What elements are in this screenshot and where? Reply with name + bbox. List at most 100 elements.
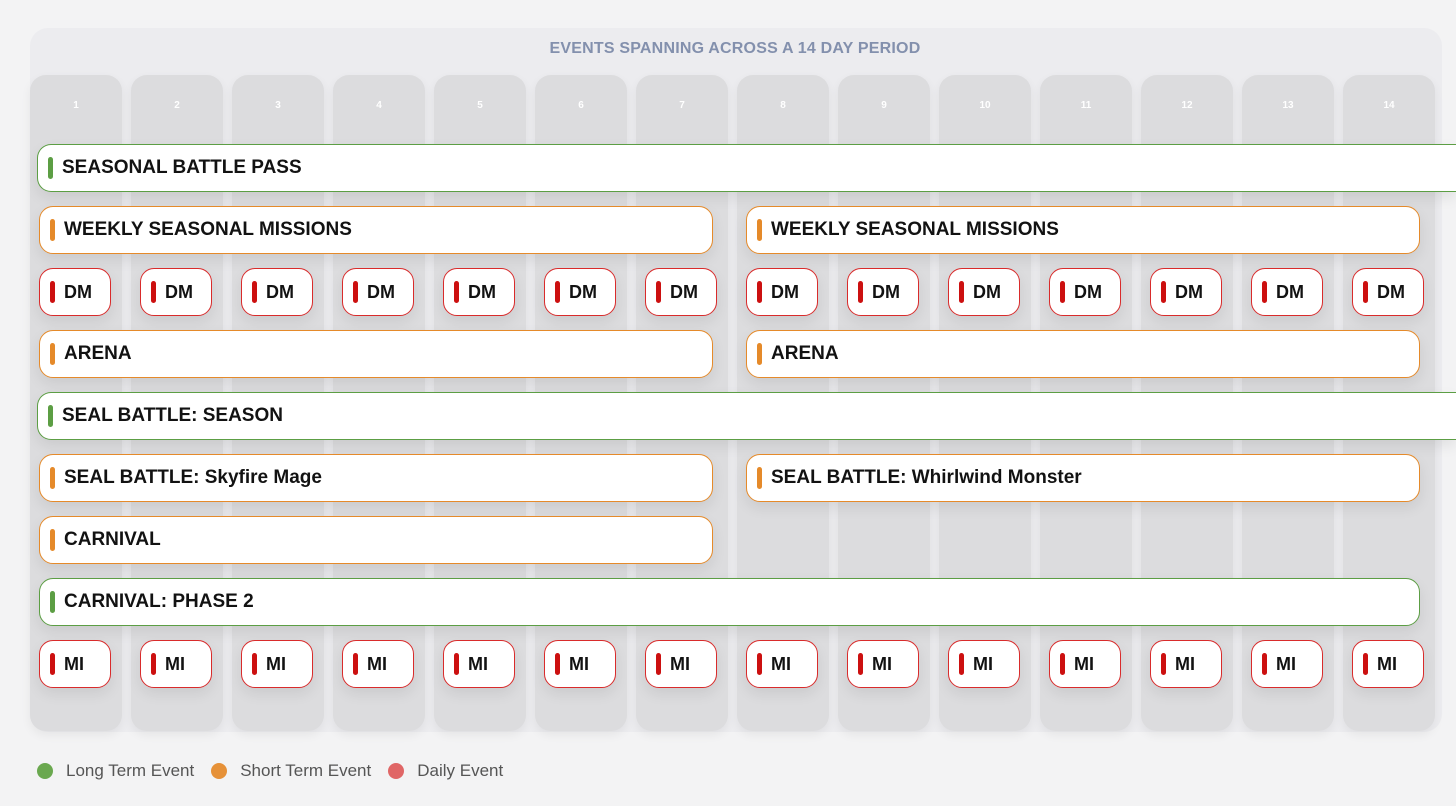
- daily-event-mi[interactable]: MI: [544, 640, 616, 688]
- event-label: DM: [266, 281, 294, 302]
- day-number: 9: [881, 100, 887, 111]
- event-type-marker: [50, 467, 55, 489]
- event-label: WEEKLY SEASONAL MISSIONS: [64, 219, 352, 240]
- short-term-event-arena[interactable]: ARENA: [39, 330, 713, 378]
- short-term-event-seal-battle-whirlwind-monster[interactable]: SEAL BATTLE: Whirlwind Monster: [746, 454, 1420, 502]
- day-number: 4: [376, 100, 382, 111]
- long-term-event-seal-battle-season[interactable]: SEAL BATTLE: SEASON: [37, 392, 1456, 440]
- daily-event-dm[interactable]: DM: [342, 268, 414, 316]
- daily-event-dm[interactable]: DM: [140, 268, 212, 316]
- event-type-marker: [1161, 653, 1166, 675]
- daily-event-dm[interactable]: DM: [1251, 268, 1323, 316]
- daily-event-mi[interactable]: MI: [1251, 640, 1323, 688]
- event-label: CARNIVAL: [64, 529, 161, 550]
- event-label: DM: [569, 281, 597, 302]
- daily-event-dm[interactable]: DM: [645, 268, 717, 316]
- daily-event-dm[interactable]: DM: [241, 268, 313, 316]
- long-term-event-carnival-phase-2[interactable]: CARNIVAL: PHASE 2: [39, 578, 1420, 626]
- daily-event-mi[interactable]: MI: [1150, 640, 1222, 688]
- event-type-marker: [353, 281, 358, 303]
- event-label: MI: [670, 653, 690, 674]
- legend-label: Long Term Event: [66, 761, 195, 780]
- event-type-marker: [656, 281, 661, 303]
- event-label: DM: [64, 281, 92, 302]
- event-label: MI: [569, 653, 589, 674]
- daily-event-dm[interactable]: DM: [39, 268, 111, 316]
- daily-event-mi[interactable]: MI: [746, 640, 818, 688]
- daily-event-mi[interactable]: MI: [39, 640, 111, 688]
- long-term-event-seasonal-battle-pass[interactable]: SEASONAL BATTLE PASS: [37, 144, 1456, 192]
- event-type-marker: [858, 281, 863, 303]
- event-label: MI: [165, 653, 185, 674]
- short-term-event-arena[interactable]: ARENA: [746, 330, 1420, 378]
- event-label: MI: [367, 653, 387, 674]
- event-label: SEAL BATTLE: Skyfire Mage: [64, 467, 322, 488]
- daily-event-dm[interactable]: DM: [1352, 268, 1424, 316]
- legend-dot: [211, 763, 228, 779]
- event-label: DM: [771, 281, 799, 302]
- day-number: 2: [174, 100, 180, 111]
- event-type-marker: [757, 219, 762, 241]
- day-number: 5: [477, 100, 483, 111]
- event-label: SEASONAL BATTLE PASS: [62, 157, 302, 178]
- day-number: 11: [1080, 100, 1092, 111]
- legend-dot: [388, 763, 405, 779]
- event-type-marker: [555, 653, 560, 675]
- event-type-marker: [454, 653, 459, 675]
- legend-label: Daily Event: [417, 761, 504, 780]
- daily-event-dm[interactable]: DM: [443, 268, 515, 316]
- event-label: MI: [1377, 653, 1397, 674]
- day-number: 13: [1282, 100, 1294, 111]
- event-type-marker: [50, 591, 55, 613]
- event-type-marker: [656, 653, 661, 675]
- event-type-marker: [757, 653, 762, 675]
- event-label: SEAL BATTLE: Whirlwind Monster: [771, 467, 1082, 488]
- page-title: EVENTS SPANNING ACROSS A 14 DAY PERIOD: [549, 40, 921, 57]
- short-term-event-carnival[interactable]: CARNIVAL: [39, 516, 713, 564]
- event-type-marker: [1060, 281, 1065, 303]
- daily-event-mi[interactable]: MI: [443, 640, 515, 688]
- event-label: DM: [670, 281, 698, 302]
- event-label: MI: [771, 653, 791, 674]
- daily-event-dm[interactable]: DM: [1049, 268, 1121, 316]
- event-label: ARENA: [771, 343, 839, 364]
- event-label: DM: [367, 281, 395, 302]
- daily-event-mi[interactable]: MI: [948, 640, 1020, 688]
- daily-event-dm[interactable]: DM: [847, 268, 919, 316]
- event-type-marker: [959, 653, 964, 675]
- event-label: MI: [1175, 653, 1195, 674]
- daily-event-mi[interactable]: MI: [645, 640, 717, 688]
- daily-event-dm[interactable]: DM: [746, 268, 818, 316]
- event-type-marker: [858, 653, 863, 675]
- event-label: DM: [973, 281, 1001, 302]
- daily-event-mi[interactable]: MI: [1352, 640, 1424, 688]
- event-label: ARENA: [64, 343, 132, 364]
- event-type-marker: [252, 653, 257, 675]
- event-type-marker: [555, 281, 560, 303]
- event-label: MI: [266, 653, 286, 674]
- daily-event-mi[interactable]: MI: [1049, 640, 1121, 688]
- day-number: 6: [578, 100, 584, 111]
- event-type-marker: [50, 529, 55, 551]
- short-term-event-weekly-seasonal-missions[interactable]: WEEKLY SEASONAL MISSIONS: [39, 206, 713, 254]
- short-term-event-weekly-seasonal-missions[interactable]: WEEKLY SEASONAL MISSIONS: [746, 206, 1420, 254]
- event-label: SEAL BATTLE: SEASON: [62, 405, 283, 426]
- event-type-marker: [50, 219, 55, 241]
- event-label: DM: [872, 281, 900, 302]
- event-type-marker: [48, 405, 53, 427]
- event-type-marker: [151, 281, 156, 303]
- daily-event-mi[interactable]: MI: [847, 640, 919, 688]
- daily-event-mi[interactable]: MI: [140, 640, 212, 688]
- event-label: DM: [468, 281, 496, 302]
- daily-event-mi[interactable]: MI: [342, 640, 414, 688]
- daily-event-dm[interactable]: DM: [544, 268, 616, 316]
- daily-event-mi[interactable]: MI: [241, 640, 313, 688]
- event-type-marker: [1262, 281, 1267, 303]
- daily-event-dm[interactable]: DM: [1150, 268, 1222, 316]
- day-number: 3: [275, 100, 281, 111]
- daily-event-dm[interactable]: DM: [948, 268, 1020, 316]
- short-term-event-seal-battle-skyfire-mage[interactable]: SEAL BATTLE: Skyfire Mage: [39, 454, 713, 502]
- event-type-marker: [757, 343, 762, 365]
- event-label: CARNIVAL: PHASE 2: [64, 591, 254, 612]
